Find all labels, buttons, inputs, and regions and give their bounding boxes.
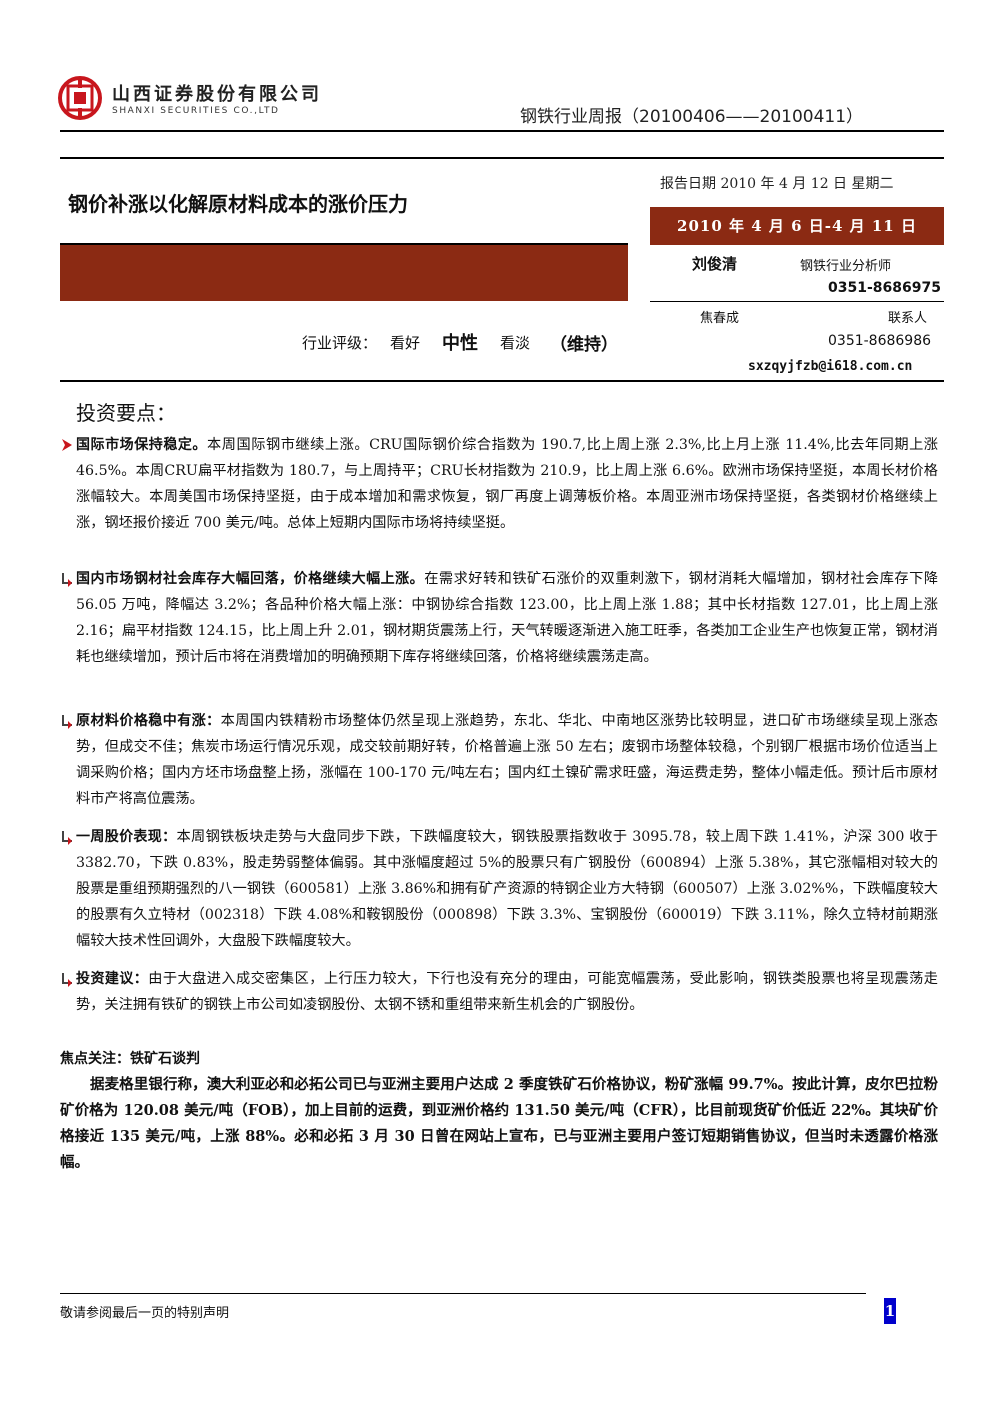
contact-name: 焦春成 <box>700 311 740 326</box>
point-stock-performance: 一周股价表现：本周钢铁板块走势与大盘同步下跌，下跌幅度较大，钢铁股票指数收于 3… <box>76 824 938 954</box>
point-raw-materials: 原材料价格稳中有涨：本周国内铁精粉市场整体仍然呈现上涨趋势，东北、华北、中南地区… <box>76 708 938 812</box>
title-accent-block <box>60 243 628 301</box>
footer-divider <box>60 1293 866 1294</box>
title-divider <box>60 157 944 159</box>
analyst-phone: 0351-8686975 <box>828 280 941 296</box>
rating-label: 行业评级： <box>302 334 378 352</box>
point-domestic: 国内市场钢材社会库存大幅回落，价格继续大幅上涨。在需求好转和铁矿石涨价的双重刺激… <box>76 566 938 670</box>
report-date: 报告日期 2010 年 4 月 12 日 星期二 <box>660 176 894 192</box>
header-divider <box>60 130 944 132</box>
arrow-bullet-icon <box>62 439 72 451</box>
rating-divider <box>60 380 944 382</box>
point-raw-materials-text: 本周国内铁精粉市场整体仍然呈现上涨趋势，东北、华北、中南地区涨势比较明显，进口矿… <box>76 713 938 807</box>
company-name-cn: 山西证券股份有限公司 <box>112 84 322 105</box>
point-domestic-heading: 国内市场钢材社会库存大幅回落，价格继续大幅上涨。 <box>76 571 425 587</box>
contact-email: sxzqyjfzb@i618.com.cn <box>748 359 913 374</box>
report-title: 钢价补涨以化解原材料成本的涨价压力 <box>68 192 408 216</box>
company-logo-icon <box>58 76 102 120</box>
analyst-divider <box>650 301 944 302</box>
rating-status: （维持） <box>550 335 618 355</box>
down-arrow-bullet-icon <box>62 973 72 987</box>
rating-option-good: 看好 <box>390 334 421 352</box>
report-type: 钢铁行业周报（20100406——20100411） <box>520 107 864 127</box>
analyst-name: 刘俊清 <box>692 255 738 273</box>
point-investment-advice-heading: 投资建议： <box>76 971 149 987</box>
contact-phone: 0351-8686986 <box>828 333 932 349</box>
footer-disclaimer-note: 敬请参阅最后一页的特别声明 <box>60 1306 230 1321</box>
report-period-band: 2010 年 4 月 6 日-4 月 11 日 <box>650 207 944 245</box>
down-arrow-bullet-icon <box>62 831 72 845</box>
page-number: 1 <box>884 1298 896 1324</box>
point-international-text: 本周国际钢市继续上涨。CRU国际钢价综合指数为 190.7,比上周上涨 2.3%… <box>76 437 938 531</box>
point-domestic-text: 在需求好转和铁矿石涨价的双重刺激下，钢材消耗大幅增加，钢材社会库存下降 56.0… <box>76 571 939 665</box>
point-international-heading: 国际市场保持稳定。 <box>76 437 207 453</box>
point-stock-performance-heading: 一周股价表现： <box>76 829 177 845</box>
point-investment-advice: 投资建议：由于大盘进入成交密集区，上行压力较大，下行也没有充分的理由，可能宽幅震… <box>76 966 938 1018</box>
down-arrow-bullet-icon <box>62 715 72 729</box>
point-stock-performance-text: 本周钢铁板块走势与大盘同步下跌，下跌幅度较大，钢铁股票指数收于 3095.78，… <box>76 829 938 949</box>
focus-body: 据麦格里银行称，澳大利亚必和必拓公司已与亚洲主要用户达成 2 季度铁矿石价格协议… <box>60 1076 938 1171</box>
point-investment-advice-text: 由于大盘进入成交密集区，上行压力较大，下行也没有充分的理由，可能宽幅震荡，受此影… <box>76 971 938 1013</box>
section-heading: 投资要点： <box>76 401 176 425</box>
focus-heading: 焦点关注：铁矿石谈判 <box>60 1051 200 1067</box>
company-name-en: SHANXI SECURITIES CO.,LTD <box>112 106 280 116</box>
analyst-role: 钢铁行业分析师 <box>800 259 892 274</box>
point-raw-materials-heading: 原材料价格稳中有涨： <box>76 713 221 729</box>
point-international: 国际市场保持稳定。本周国际钢市继续上涨。CRU国际钢价综合指数为 190.7,比… <box>76 432 938 536</box>
down-arrow-bullet-icon <box>62 573 72 587</box>
rating-option-neutral: 中性 <box>442 333 478 354</box>
rating-option-bad: 看淡 <box>500 334 531 352</box>
contact-role: 联系人 <box>888 311 928 326</box>
